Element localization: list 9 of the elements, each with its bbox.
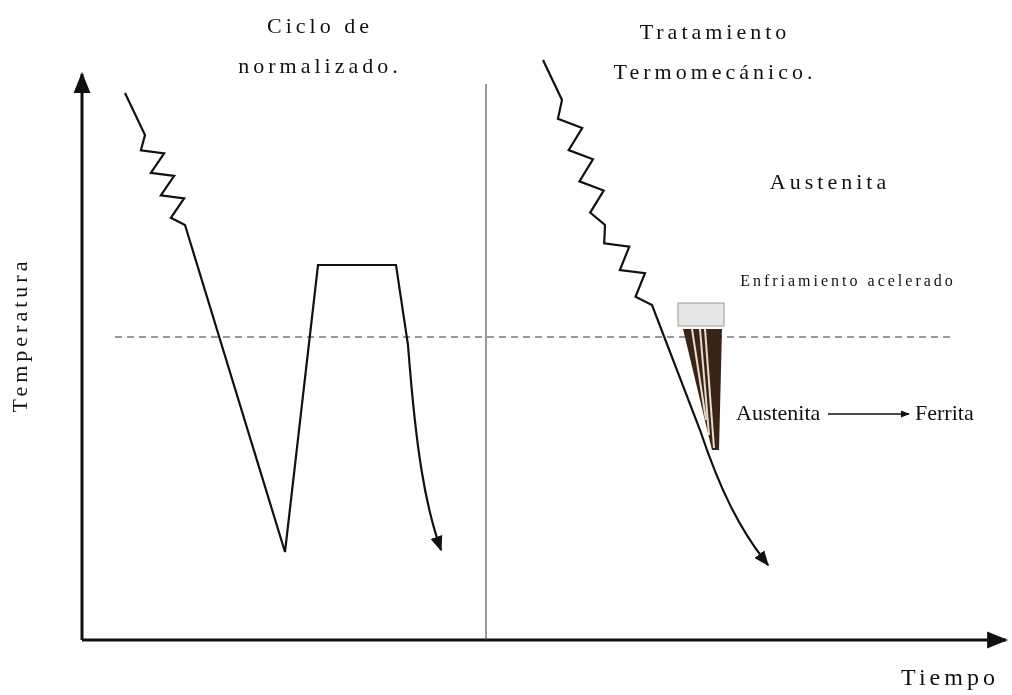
axis-title: Tiempo (900, 663, 1000, 692)
process-label: Enfriamiento acelerado (739, 271, 957, 291)
phase-label: Austenita (768, 168, 892, 196)
phase-name: Austenita (736, 400, 821, 426)
axis-title: Temperatura (6, 256, 33, 415)
arrow (827, 410, 910, 418)
phase-name: Ferrita (915, 400, 974, 426)
section-heading: Ciclo de normalizado. (237, 12, 403, 80)
section-heading: Tratamiento Termomecánico. (612, 18, 818, 86)
